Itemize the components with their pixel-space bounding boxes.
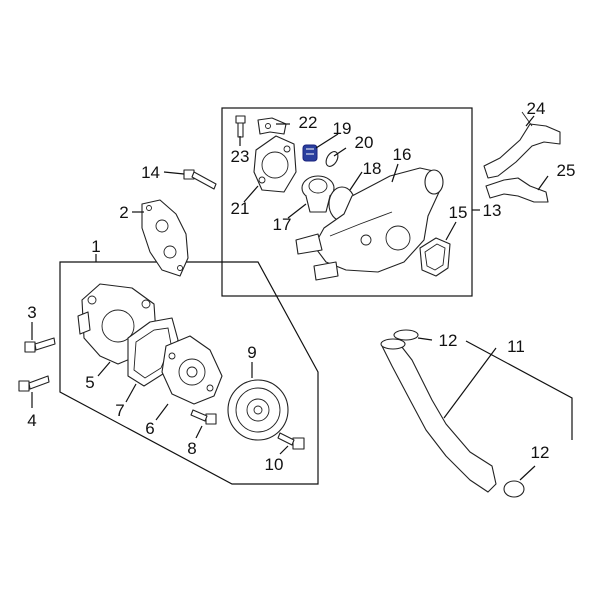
callout-6: 6 — [145, 419, 154, 438]
callout-24: 24 — [527, 99, 546, 118]
part-4-bolt[interactable] — [18, 375, 50, 392]
callout-25: 25 — [557, 161, 576, 180]
callout-15: 15 — [449, 203, 468, 222]
callout-labels: 1 2 3 4 5 6 7 8 9 10 11 12 12 13 14 15 1… — [27, 99, 575, 474]
callout-5: 5 — [85, 373, 94, 392]
callout-10: 10 — [265, 455, 284, 474]
part-17-thermostat[interactable] — [301, 175, 335, 213]
callout-17: 17 — [273, 215, 292, 234]
callout-9: 9 — [247, 343, 256, 362]
part-20-o-ring[interactable] — [324, 150, 341, 169]
leader-lines — [31, 115, 573, 481]
callout-16: 16 — [393, 145, 412, 164]
part-15-gasket[interactable] — [419, 237, 451, 277]
callout-13: 13 — [483, 201, 502, 220]
thermostat-housing-group-box — [221, 107, 473, 297]
part-6-water-pump[interactable] — [161, 335, 223, 405]
part-11-pipe[interactable] — [380, 338, 497, 493]
callout-19: 19 — [333, 119, 352, 138]
callout-8: 8 — [187, 439, 196, 458]
callout-11: 11 — [507, 337, 525, 356]
part-16-thermostat-housing[interactable] — [295, 167, 444, 281]
part-9-pulley[interactable] — [227, 379, 289, 441]
part-22-bracket[interactable] — [257, 117, 287, 135]
callout-22: 22 — [299, 113, 318, 132]
part-2-gasket[interactable] — [141, 199, 189, 277]
part-8-bolt[interactable] — [190, 409, 217, 425]
part-10-bolt[interactable] — [277, 432, 305, 450]
part-19-sensor[interactable] — [302, 144, 318, 162]
callout-12-lower: 12 — [531, 443, 550, 462]
callout-2: 2 — [119, 203, 128, 222]
part-25-hose[interactable] — [485, 177, 549, 203]
callout-7: 7 — [115, 401, 124, 420]
callout-12-upper: 12 — [439, 331, 458, 350]
part-23-bolt[interactable] — [235, 115, 246, 138]
callout-20: 20 — [355, 133, 374, 152]
water-pump-group-box — [59, 261, 319, 485]
callout-3: 3 — [27, 303, 36, 322]
callout-21: 21 — [231, 199, 250, 218]
callout-23: 23 — [231, 147, 250, 166]
part-12-o-ring-upper[interactable] — [393, 329, 419, 341]
callout-18: 18 — [363, 159, 382, 178]
part-14-bolt[interactable] — [183, 169, 217, 190]
callout-1: 1 — [91, 237, 100, 256]
callout-14: 14 — [141, 163, 160, 182]
part-24-hose[interactable] — [483, 111, 561, 179]
part-21-gasket[interactable] — [253, 135, 297, 193]
part-12-o-ring-lower[interactable] — [503, 480, 525, 498]
part-3-bolt[interactable] — [24, 337, 56, 353]
callout-4: 4 — [27, 411, 36, 430]
